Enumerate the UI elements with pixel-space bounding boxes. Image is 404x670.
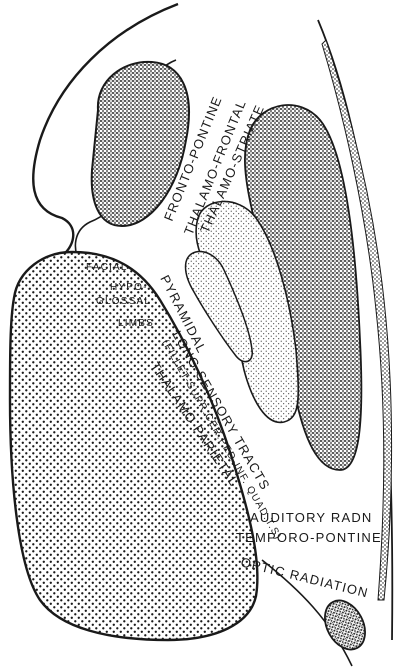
label-auditory-radn: AUDITORY RADN: [250, 510, 373, 525]
label-glossal: GLOSSAL: [96, 296, 151, 307]
label-facial: FACIAL: [86, 262, 128, 273]
label-limbs: LIMBS: [118, 318, 154, 329]
label-optic-radiation: OPTIC RADIATION: [239, 554, 370, 600]
svg-text:OPTIC RADIATION: OPTIC RADIATION: [239, 554, 370, 600]
label-hypo: HYPO-: [110, 282, 148, 293]
label-temporo-pontine: TEMPORO-PONTINE: [236, 530, 382, 545]
lateral-geniculate-body: [317, 594, 373, 657]
